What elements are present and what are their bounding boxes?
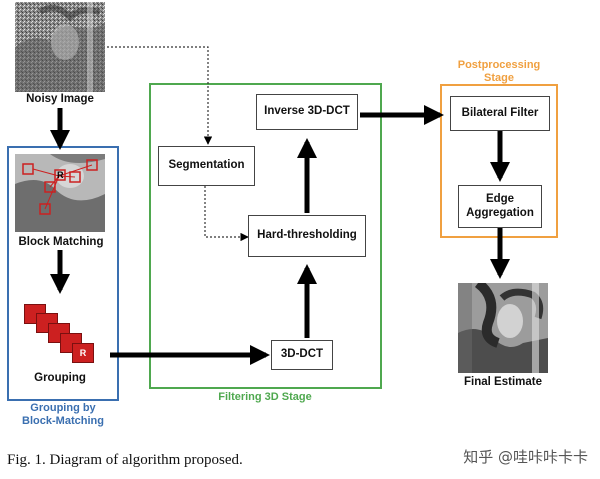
grouped-block-reference-mark: R [79,348,87,358]
reference-block-mark: R [57,170,64,180]
final-estimate-label: Final Estimate [464,376,542,388]
block-matching-label: Block Matching [18,236,104,248]
figure-caption: Fig. 1. Diagram of algorithm proposed. [7,452,243,468]
hard-thresholding-box: Hard-thresholding [248,215,366,257]
postprocessing-stage-title-line1: Postprocessing [457,59,541,71]
grouped-block-reference: R [72,343,94,363]
grouped-block-stack: R [20,300,110,370]
edge-aggregation-line1: Edge [485,193,515,206]
dct3d-box: 3D-DCT [271,340,333,370]
edge-aggregation-box: Edge Aggregation [458,185,542,228]
segmentation-box: Segmentation [158,146,255,186]
postprocessing-stage-title-line2: Stage [484,71,514,84]
bilateral-filter-box: Bilateral Filter [450,96,550,131]
grouping-stage-title: Grouping by Block-Matching [0,402,126,427]
postprocessing-stage-title: Postprocessing Stage [440,59,558,84]
block-matching-thumbnail [15,154,105,232]
grouping-stage-title-line2: Block-Matching [22,414,104,427]
inverse-dct-box: Inverse 3D-DCT [256,94,358,130]
dotted-noisy-to-segmentation [107,46,213,145]
filtering-stage-frame [149,83,382,389]
edge-aggregation-line2: Aggregation [466,206,534,219]
grouping-stage-title-line1: Grouping by [30,402,96,414]
watermark-text: 知乎 @哇咔咔卡卡 [463,448,588,466]
noisy-image-label: Noisy Image [26,93,94,105]
noisy-image-thumbnail [15,2,105,92]
filtering-stage-title: Filtering 3D Stage [218,391,312,403]
grouping-label: Grouping [34,372,86,384]
dotted-segmentation-to-hardthreshold [204,186,249,242]
final-estimate-thumbnail [458,283,548,373]
